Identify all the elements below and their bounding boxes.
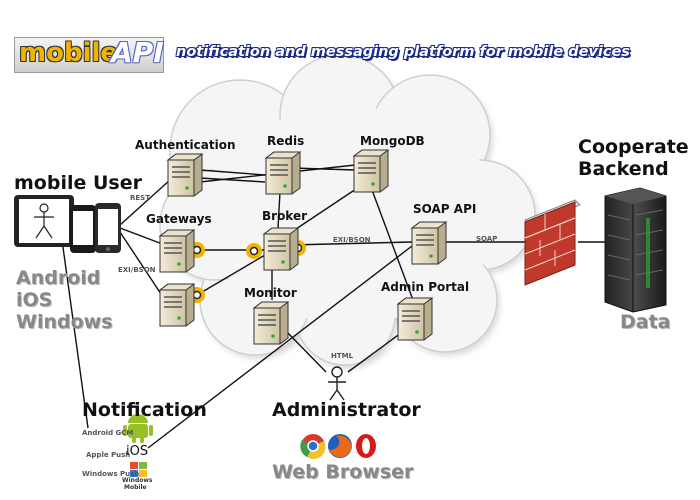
node-label-broker: Broker	[262, 209, 308, 223]
platform-windows: Windows	[16, 311, 113, 333]
edge-label-exi-bson-center: EXI/BSON	[333, 236, 371, 244]
server-icon-gateway-1	[158, 229, 196, 273]
edge-label-html: HTML	[331, 352, 354, 360]
android-icon	[123, 414, 153, 443]
notification-item-android-gcm: Android GCM	[82, 429, 134, 437]
server-icon-monitor	[252, 301, 290, 345]
notification-title: Notification	[82, 399, 207, 421]
server-rack-icon	[604, 187, 667, 313]
backend-title-line1: Cooperate	[578, 136, 689, 158]
platform-android: Android	[16, 267, 101, 289]
mobileapi-logo: mobile API	[14, 36, 164, 73]
edge-label-exi-bson-left: EXI/BSON	[118, 266, 156, 274]
chrome-icon	[300, 434, 326, 459]
opera-icon	[356, 434, 376, 458]
node-label-monitor: Monitor	[244, 286, 297, 300]
server-icon-mongodb	[352, 149, 390, 193]
node-label-soap-api: SOAP API	[413, 202, 477, 216]
backend-title-line2: Backend	[578, 158, 669, 180]
backend-data-label: Data	[620, 311, 671, 333]
mobile-devices-icon	[14, 195, 121, 253]
node-label-gateways: Gateways	[146, 212, 212, 226]
firefox-icon	[328, 434, 352, 458]
web-browser-title: Web Browser	[272, 461, 414, 483]
administrator-figure-icon	[328, 366, 346, 401]
connectors	[61, 164, 610, 449]
windows-mobile-badge-line2: Mobile	[124, 484, 147, 491]
mobile-user-title: mobile User	[14, 172, 142, 194]
server-icon-soap-api	[410, 221, 448, 265]
logo-text-mobile: mobile	[19, 38, 119, 68]
server-icon-admin-portal	[396, 297, 434, 341]
server-icon-authentication	[166, 153, 204, 197]
tagline: notification and messaging platform for …	[176, 44, 630, 60]
node-label-redis: Redis	[267, 134, 305, 148]
windows-mobile-icon	[130, 462, 147, 477]
ios-icon: iOS	[126, 444, 149, 459]
node-label-authentication: Authentication	[135, 138, 236, 152]
logo-text-api: API	[111, 36, 164, 69]
firewall-icon	[524, 199, 581, 286]
notification-item-windows-push: Windows Push	[82, 470, 140, 478]
node-label-mongodb: MongoDB	[360, 134, 425, 148]
windows-mobile-badge-line1: Windows	[122, 477, 153, 484]
administrator-title: Administrator	[272, 399, 421, 421]
server-icon-redis	[264, 151, 302, 195]
notification-item-apple-push: Apple Push	[86, 451, 131, 459]
edge-label-soap: SOAP	[476, 235, 498, 243]
edge-label-rest: REST	[130, 194, 150, 202]
node-label-admin-portal: Admin Portal	[381, 280, 470, 294]
platform-ios: iOS	[16, 289, 53, 311]
server-icon-broker	[262, 227, 300, 271]
server-icon-gateway-2	[158, 283, 196, 327]
cloud-shape	[159, 54, 538, 369]
